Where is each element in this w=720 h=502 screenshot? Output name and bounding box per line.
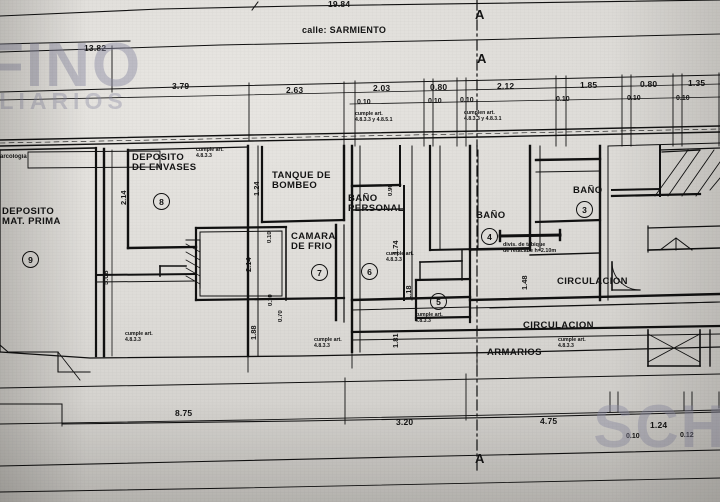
plan-linework [0,0,720,493]
floor-plan-screenshot: calle: SARMIENTO 19.84 13.82 A A A 3.79 … [0,0,720,502]
